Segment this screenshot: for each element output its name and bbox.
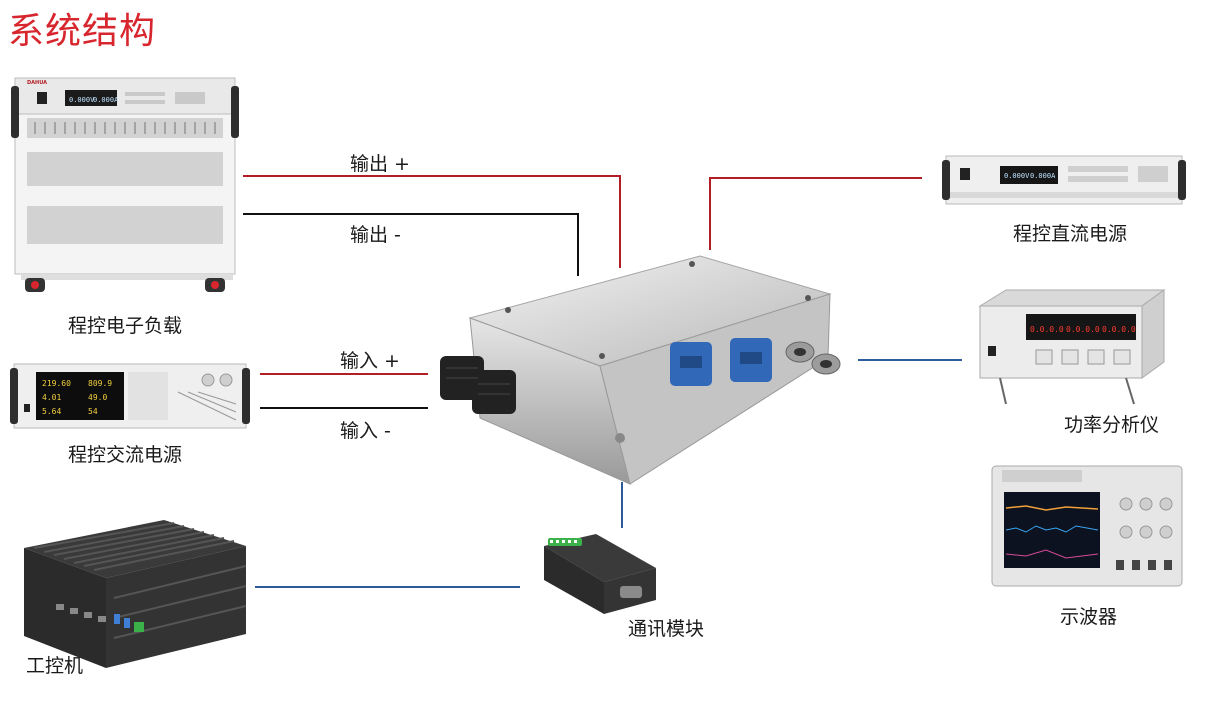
analyzer-reading-3: 0.0.0.0 (1102, 325, 1136, 334)
industrial-pc-label: 工控机 (26, 655, 84, 677)
dc-display-voltage: 0.000V (1004, 172, 1030, 180)
electronic-load-label: 程控电子负载 (68, 315, 183, 337)
industrial-pc-device (24, 520, 247, 668)
label-output-negative: 输出 - (350, 224, 401, 246)
electronic-load-device: 0.000V 0.000A DAHUA (11, 77, 239, 292)
label-input-negative: 输入 - (340, 420, 391, 442)
ac-reading-5: 5.64 (42, 407, 61, 416)
wire-dc-source (709, 177, 922, 250)
ac-source-device: 219.60 809.9 4.01 49.0 5.64 54 (10, 363, 250, 429)
label-input-positive: 输入 + (340, 350, 400, 372)
power-analyzer-label: 功率分析仪 (1064, 414, 1160, 436)
load-display-current: 0.000A (93, 96, 119, 104)
page-title: 系统结构 (8, 11, 157, 52)
power-analyzer-device: 0.0.0.0 0.0.0.0 0.0.0.0 (978, 289, 1166, 405)
dc-source-label: 程控直流电源 (1013, 223, 1128, 245)
comm-module-label: 通讯模块 (628, 618, 705, 640)
wire-output-positive (243, 175, 621, 268)
oscilloscope-device (991, 465, 1183, 587)
dc-source-device: 0.000V 0.000A (942, 155, 1186, 205)
comm-module-device (544, 534, 656, 614)
load-brand: DAHUA (27, 80, 47, 86)
dc-display-current: 0.000A (1030, 172, 1056, 180)
analyzer-reading-2: 0.0.0.0 (1066, 325, 1100, 334)
label-output-positive: 输出 + (350, 153, 410, 175)
ac-reading-2: 809.9 (88, 379, 112, 388)
wire-output-negative (243, 213, 579, 276)
load-display-voltage: 0.000V (69, 96, 95, 104)
analyzer-reading-1: 0.0.0.0 (1030, 325, 1064, 334)
controller-unit (440, 255, 841, 485)
ac-reading-1: 219.60 (42, 379, 71, 388)
oscilloscope-label: 示波器 (1060, 606, 1118, 628)
ac-reading-3: 4.01 (42, 393, 61, 402)
ac-source-label: 程控交流电源 (68, 444, 183, 466)
ac-reading-4: 49.0 (88, 393, 107, 402)
ac-reading-6: 54 (88, 407, 98, 416)
